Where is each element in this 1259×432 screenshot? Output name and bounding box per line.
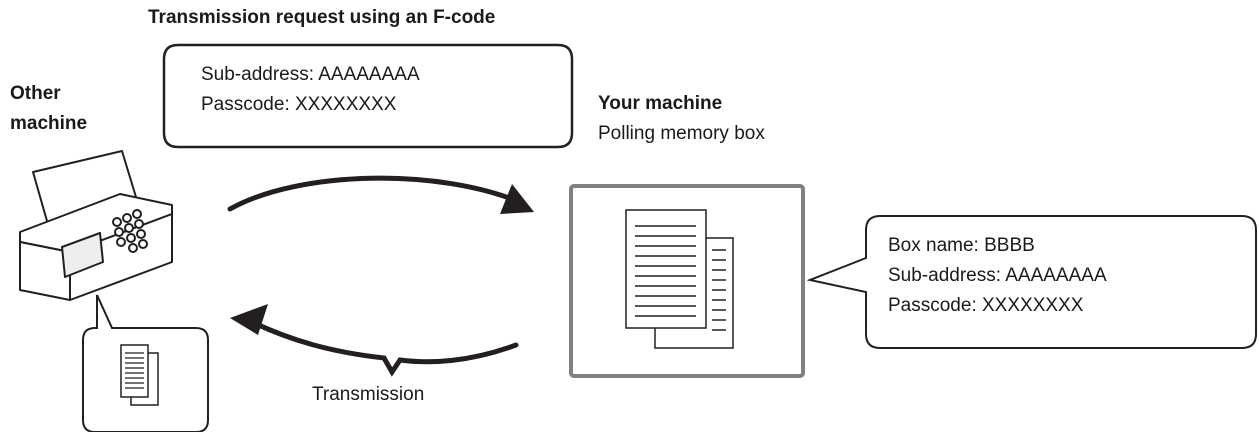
box-passcode-line: Passcode: XXXXXXXX xyxy=(888,295,1084,316)
request-passcode: Passcode: XXXXXXXX xyxy=(201,94,397,115)
box-info-bubble xyxy=(806,215,1257,349)
request-bubble xyxy=(162,43,574,149)
other-machine-line1: Other xyxy=(10,83,61,104)
other-machine-label: Other machine xyxy=(10,79,87,139)
fax-document-bubble xyxy=(82,294,209,432)
fax-machine-icon xyxy=(19,150,173,301)
polling-memory-box xyxy=(569,184,805,378)
document-icon xyxy=(625,209,734,349)
box-name-line: Box name: BBBB xyxy=(888,235,1035,256)
request-arrow xyxy=(227,175,534,214)
your-machine-label: Your machine xyxy=(598,93,723,114)
box-sub-address-line: Sub-address: AAAAAAAA xyxy=(888,265,1107,286)
polling-memory-box-label: Polling memory box xyxy=(598,123,765,144)
transmission-arrow xyxy=(230,304,519,377)
other-machine-line2: machine xyxy=(10,113,88,134)
diagram-title: Transmission request using an F-code xyxy=(148,7,496,28)
transmission-label: Transmission xyxy=(312,384,425,405)
request-sub-address: Sub-address: AAAAAAAA xyxy=(201,64,420,85)
